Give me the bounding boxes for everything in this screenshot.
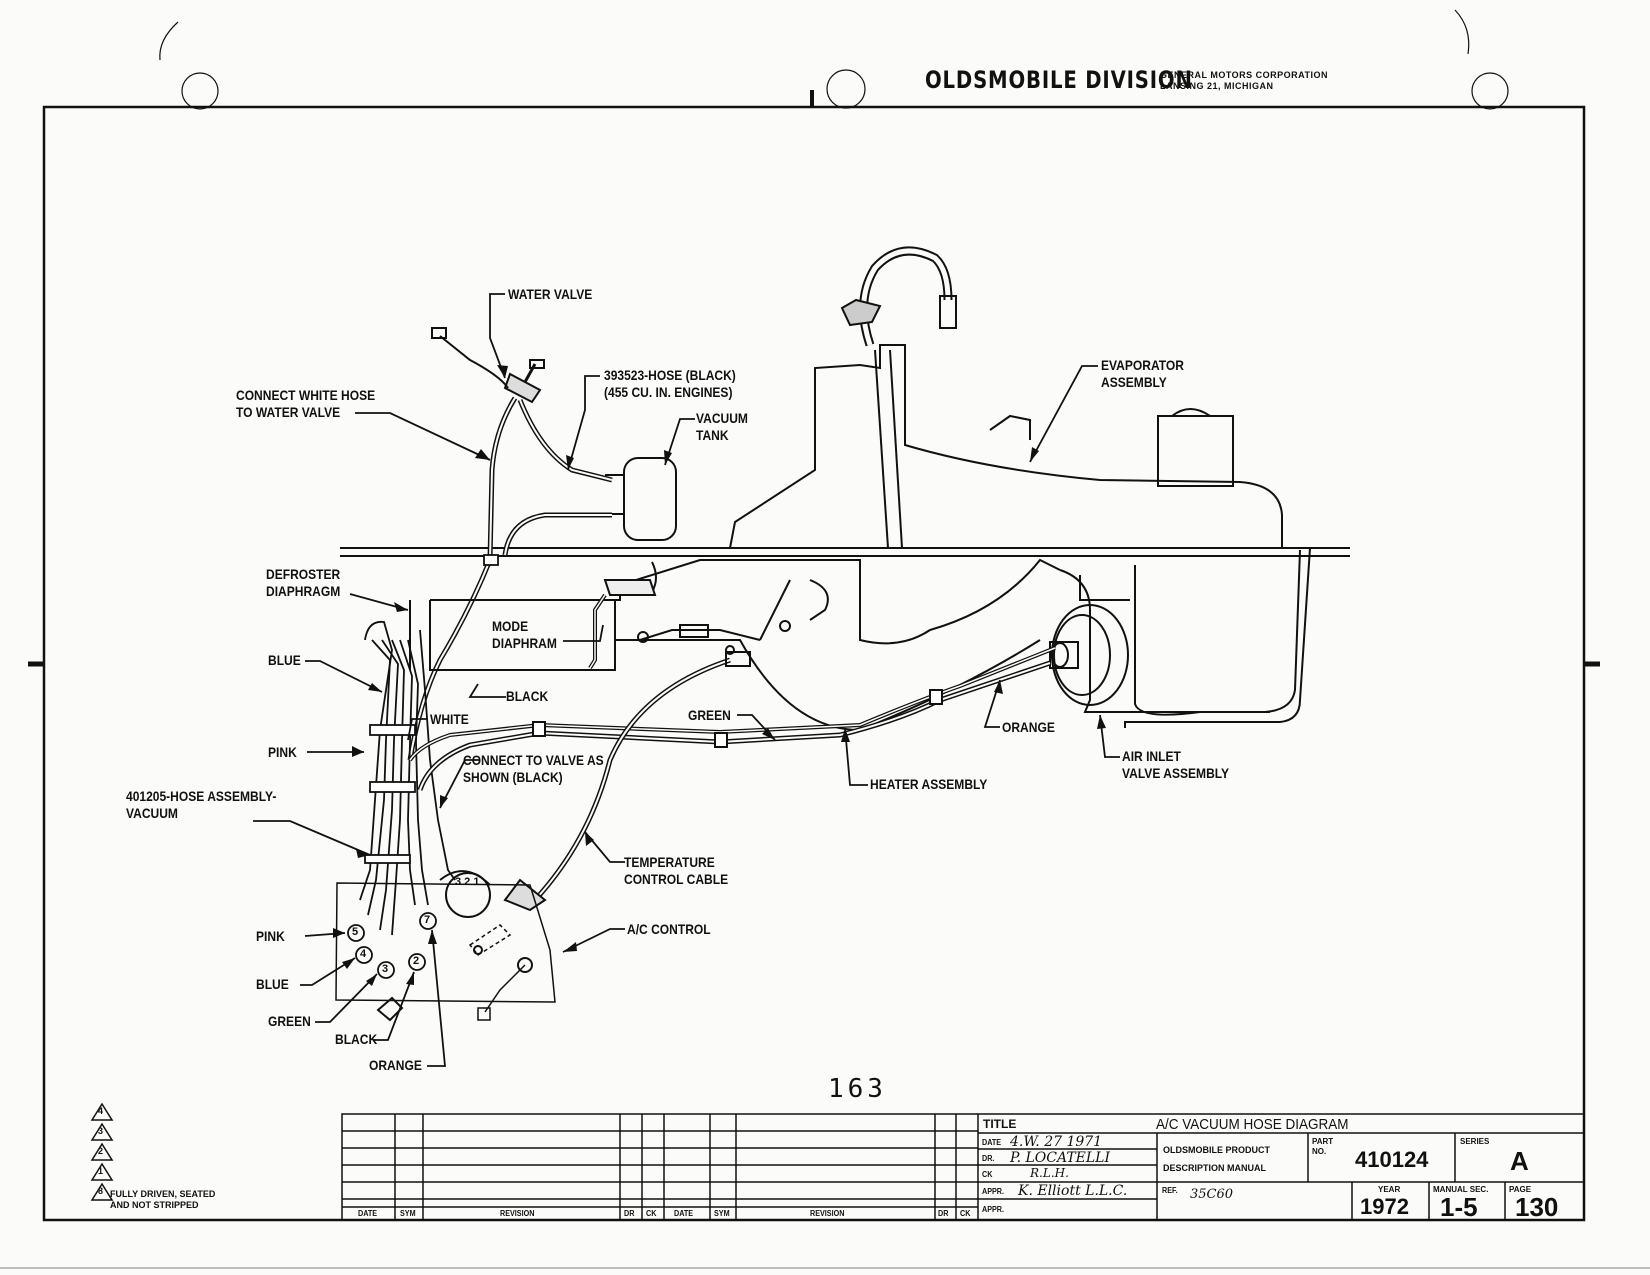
port-number-3: 3 — [382, 963, 389, 975]
label-heater-assembly: HEATER ASSEMBLY — [870, 776, 988, 792]
valve-port-numbers: 3 2 1 — [455, 876, 480, 888]
approval-2-label: APPR. — [982, 1205, 1005, 1214]
vacuum-hose-harness — [359, 554, 499, 936]
year-label: YEAR — [1378, 1185, 1401, 1194]
checked-by: R.L.H. — [1030, 1166, 1069, 1180]
division-title: OLDSMOBILE DIVISION — [925, 66, 1193, 94]
label-orange-top: ORANGE — [1002, 719, 1055, 735]
leader-arrowheads — [333, 365, 1106, 986]
label-vacuum-tank: VACUUM TANK — [696, 410, 748, 443]
legend-triangle-4: 4 — [98, 1106, 104, 1116]
series-value: A — [1510, 1146, 1529, 1176]
drawn-by-label: DR. — [982, 1154, 995, 1163]
drawing-title: A/C VACUUM HOSE DIAGRAM — [1156, 1116, 1349, 1133]
ref-value: 35C60 — [1190, 1187, 1234, 1202]
rev-col-sym-1: SYM — [400, 1209, 416, 1218]
label-air-inlet-valve: AIR INLET VALVE ASSEMBLY — [1122, 748, 1230, 781]
binder-hole-center — [826, 69, 866, 109]
label-connect-to-valve: CONNECT TO VALVE AS SHOWN (BLACK) — [463, 752, 604, 785]
leader-lines — [253, 293, 1120, 1067]
rev-col-ck-1: CK — [646, 1209, 657, 1218]
title-label: TITLE — [983, 1117, 1017, 1131]
city-name: LANSING 21, MICHIGAN — [1160, 81, 1274, 91]
ref-label: REF. — [1162, 1186, 1178, 1195]
legend-triangle-8: 8 — [98, 1186, 104, 1196]
binder-hole-left — [181, 72, 219, 110]
rev-col-dr-1: DR — [624, 1209, 635, 1218]
port-number-5: 5 — [352, 926, 359, 938]
port-number-4: 4 — [360, 948, 367, 960]
label-connect-white-hose: CONNECT WHITE HOSE TO WATER VALVE — [236, 387, 376, 420]
product-line-2: DESCRIPTION MANUAL — [1163, 1163, 1266, 1173]
label-green-top: GREEN — [688, 707, 731, 723]
ac-control-drawing — [335, 870, 556, 1022]
page-value: 130 — [1515, 1192, 1559, 1222]
label-water-valve: WATER VALVE — [508, 286, 593, 302]
rev-col-ck-2: CK — [960, 1209, 971, 1218]
legend-triangles — [90, 1102, 114, 1201]
part-number: 410124 — [1355, 1147, 1429, 1172]
approved-by: K. Elliott L.L.C. — [1018, 1183, 1128, 1199]
legend-triangle-2: 2 — [98, 1146, 104, 1156]
label-blue-bottom: BLUE — [256, 976, 289, 992]
label-ac-control: A/C CONTROL — [627, 921, 711, 937]
year-value: 1972 — [1360, 1194, 1409, 1219]
legend-note: FULLY DRIVEN, SEATED AND NOT STRIPPED — [110, 1189, 216, 1210]
label-mode-diaphram: MODE DIAPHRAM — [492, 618, 557, 651]
binder-hole-right — [1471, 72, 1509, 110]
heater-assembly-drawing — [409, 547, 1312, 732]
port-number-2: 2 — [413, 955, 420, 967]
rev-col-revision-2: REVISION — [810, 1209, 845, 1218]
rev-col-revision-1: REVISION — [500, 1209, 535, 1218]
port-number-7: 7 — [424, 914, 431, 926]
label-black-bottom: BLACK — [335, 1031, 378, 1047]
manual-sec-label: MANUAL SEC. — [1433, 1185, 1489, 1194]
rev-col-sym-2: SYM — [714, 1209, 730, 1218]
label-orange-bottom: ORANGE — [369, 1057, 422, 1073]
product-line-1: OLDSMOBILE PRODUCT — [1163, 1145, 1270, 1155]
checked-by-label: CK — [982, 1170, 993, 1179]
label-temperature-control-cable: TEMPERATURE CONTROL CABLE — [624, 854, 729, 887]
title-block-grid — [341, 1113, 1585, 1221]
label-defroster-diaphragm: DEFROSTER DIAPHRAGM — [266, 566, 341, 599]
label-pink-bottom: PINK — [256, 928, 285, 944]
page-label: PAGE — [1509, 1185, 1532, 1194]
label-evaporator-assembly: EVAPORATOR ASSEMBLY — [1101, 357, 1184, 390]
label-white: WHITE — [430, 711, 469, 727]
page-number: 163 — [828, 1074, 887, 1104]
date-label: DATE — [982, 1138, 1002, 1147]
rev-col-date-2: DATE — [674, 1209, 694, 1218]
corporation-name: GENERAL MOTORS CORPORATION — [1160, 70, 1329, 80]
drawing-date: 4.W. 27 1971 — [1010, 1134, 1103, 1150]
label-pink-top: PINK — [268, 744, 297, 760]
water-valve-drawing — [407, 327, 613, 761]
label-hose-393523: 393523-HOSE (BLACK) (455 CU. IN. ENGINES… — [604, 367, 736, 400]
corporation-address: GENERAL MOTORS CORPORATION LANSING 21, M… — [1160, 70, 1328, 92]
drawn-by: P. LOCATELLI — [1010, 1150, 1110, 1166]
vacuum-tank-drawing — [605, 457, 677, 541]
port-circles — [347, 912, 437, 979]
label-black-top: BLACK — [506, 688, 549, 704]
label-blue-top: BLUE — [268, 652, 301, 668]
legend-triangle-1: 1 — [98, 1166, 104, 1176]
series-label: SERIES — [1460, 1137, 1490, 1146]
air-inlet-valve-drawing — [1049, 575, 1130, 706]
rev-col-date-1: DATE — [358, 1209, 378, 1218]
evaporator-assembly-drawing — [729, 246, 1283, 549]
label-hose-401205: 401205-HOSE ASSEMBLY- VACUUM — [126, 788, 277, 821]
mode-diaphragm-drawing — [588, 579, 657, 670]
label-green-bottom: GREEN — [268, 1013, 311, 1029]
rev-col-dr-2: DR — [938, 1209, 949, 1218]
legend-triangle-3: 3 — [98, 1126, 104, 1136]
part-no-label: PART NO. — [1312, 1137, 1334, 1156]
green-orange-hose-run — [408, 646, 1056, 791]
manual-sec-value: 1-5 — [1440, 1192, 1478, 1222]
approved-by-label: APPR. — [982, 1187, 1005, 1196]
